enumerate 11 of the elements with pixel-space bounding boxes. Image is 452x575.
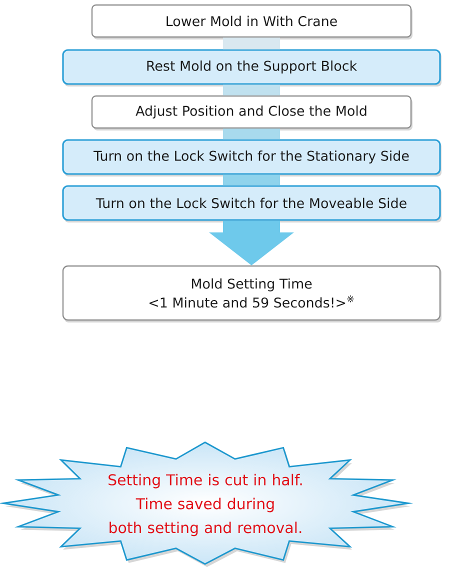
arrow-band: [223, 128, 280, 140]
process-box: Lower Mold in With Crane: [91, 4, 412, 40]
arrow: [209, 220, 294, 266]
arrow-band: [223, 84, 280, 96]
process-box: Rest Mold on the Support Block: [62, 49, 442, 86]
process-box: Adjust Position and Close the Mold: [91, 95, 412, 130]
arrow-band: [223, 174, 280, 186]
process-box: Turn on the Lock Switch for the Moveable Side: [62, 185, 442, 222]
arrow-band: [223, 38, 280, 50]
process-box: Turn on the Lock Switch for the Stationary Side: [62, 139, 442, 176]
result-box: Mold Setting Time <1 Minute and 59 Seconds!>$^{※}$: [62, 265, 442, 322]
